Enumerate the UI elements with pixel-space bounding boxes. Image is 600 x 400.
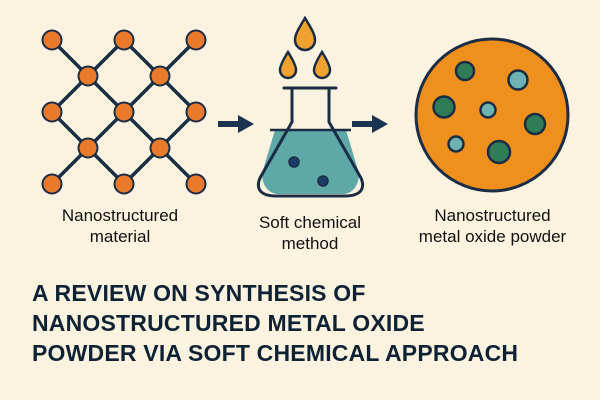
step-label-nanostructured-material: Nanostructured material — [61, 206, 179, 246]
lattice-node — [41, 173, 63, 195]
powder-particle-icon — [414, 37, 570, 193]
lattice-node — [113, 29, 135, 51]
droplet-icon — [278, 49, 298, 80]
step-label-metal-oxide-powder: Nanostructured metal oxide powder — [418, 206, 567, 246]
arrow-right-icon — [218, 115, 254, 133]
nanostructure-lattice-icon — [41, 29, 207, 195]
lattice-node — [149, 137, 171, 159]
arrow-right-icon — [352, 115, 388, 133]
erlenmeyer-flask-icon — [256, 86, 365, 198]
page-title: A REVIEW ON SYNTHESIS OF NANOSTRUCTURED … — [32, 280, 519, 366]
lattice-node — [113, 173, 135, 195]
droplet-icon — [312, 49, 332, 80]
step-label-soft-chemical-method: Soft chemical method — [258, 213, 362, 253]
lattice-node — [41, 29, 63, 51]
lattice-node — [77, 137, 99, 159]
lattice-node — [185, 101, 207, 123]
lattice-node — [185, 29, 207, 51]
lattice-node — [185, 173, 207, 195]
lattice-node — [41, 101, 63, 123]
lattice-node — [77, 65, 99, 87]
droplet-icon — [293, 15, 317, 52]
lattice-node — [113, 101, 135, 123]
lattice-node — [149, 65, 171, 87]
